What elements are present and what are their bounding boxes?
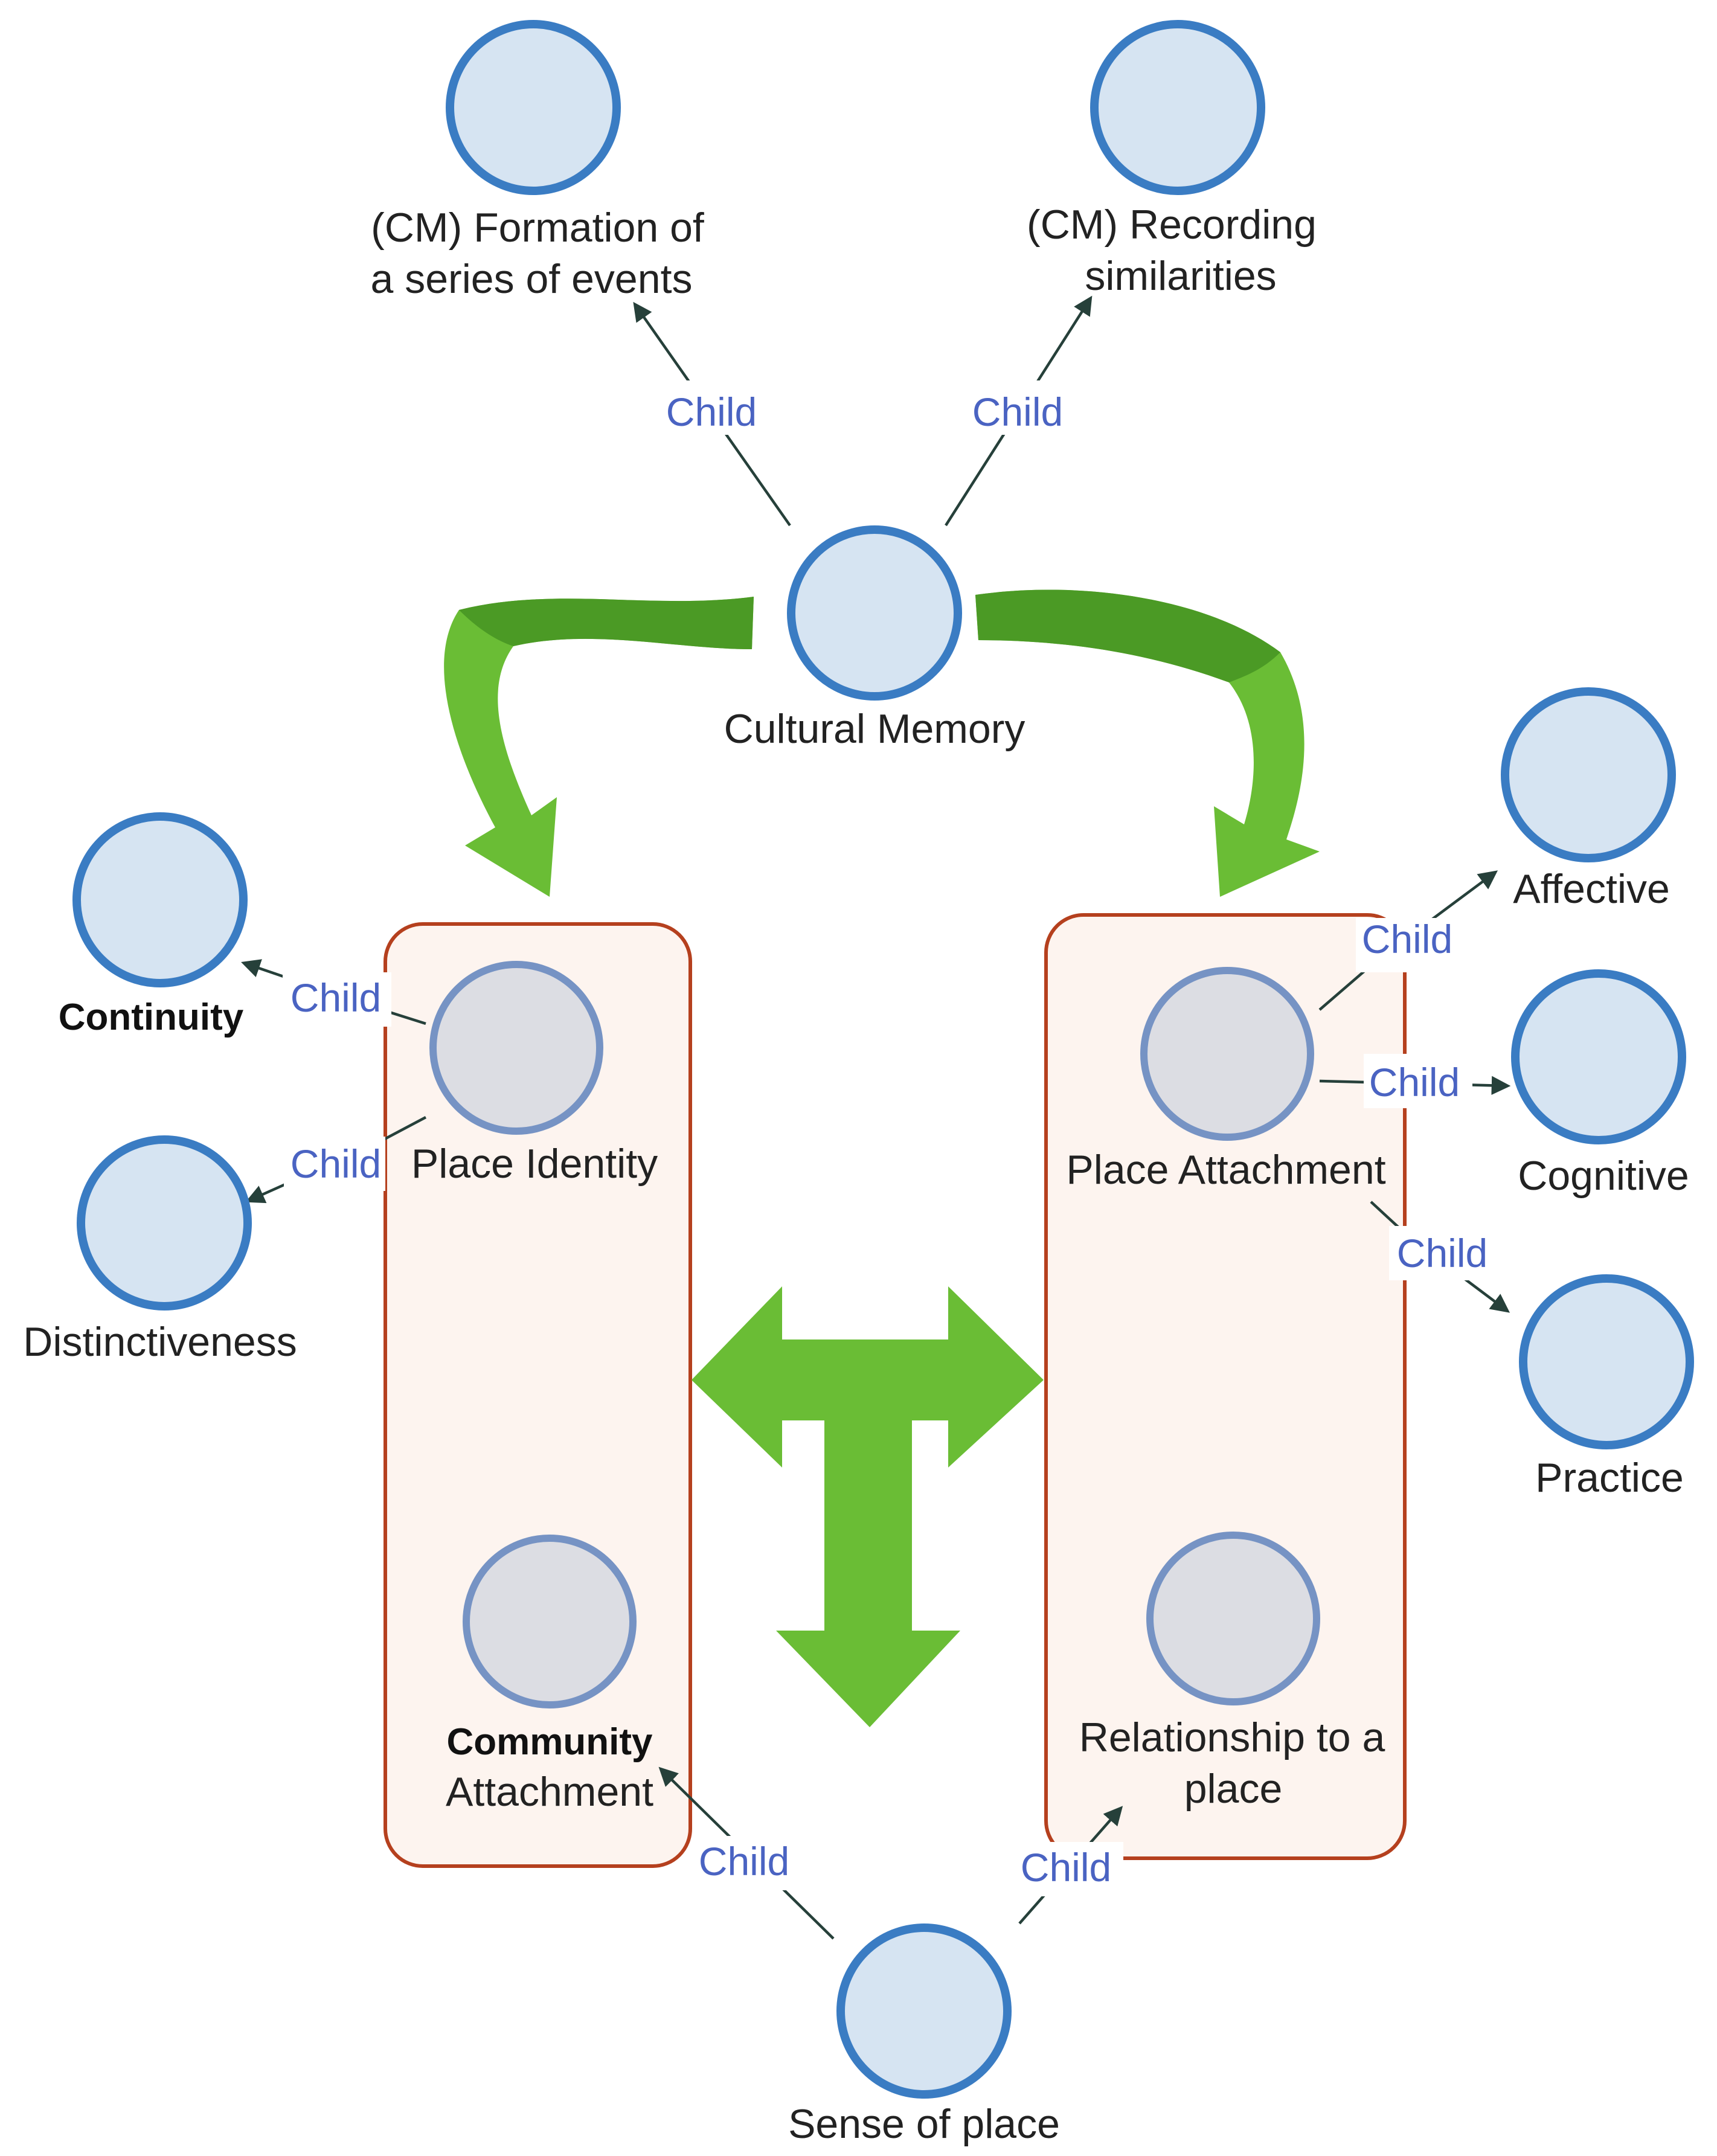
node-practice[interactable]: [1519, 1274, 1694, 1449]
label-practice: Practice: [1535, 1455, 1684, 1501]
label-sense-of-place: Sense of place: [788, 2101, 1060, 2147]
curved-arrow-right-top: [975, 589, 1280, 682]
svg-text:Child: Child: [290, 1141, 381, 1186]
label-place-identity: Place Identity: [411, 1141, 658, 1187]
edge-label-pa-practice: Child: [1389, 1226, 1498, 1280]
label-formation-line2: a series of events: [371, 256, 693, 302]
node-formation[interactable]: [446, 20, 621, 195]
node-cognitive[interactable]: [1511, 969, 1686, 1144]
node-sense-of-place[interactable]: [836, 1923, 1012, 2099]
svg-text:Child: Child: [1362, 917, 1452, 961]
node-relationship[interactable]: [1146, 1532, 1320, 1705]
label-continuity: Continuity: [59, 996, 244, 1038]
edge-label-cm-formation: Child: [658, 380, 767, 435]
node-place-attachment[interactable]: [1140, 967, 1314, 1141]
edge-label-pi-distinctiveness: Child: [284, 1137, 385, 1191]
label-cultural-memory: Cultural Memory: [724, 706, 1025, 752]
label-cognitive: Cognitive: [1518, 1153, 1689, 1199]
node-affective[interactable]: [1501, 687, 1676, 862]
label-recording-line1: (CM) Recording: [1027, 202, 1317, 248]
svg-text:Child: Child: [972, 390, 1063, 434]
t-shaped-arrow: [692, 1286, 1044, 1727]
node-recording[interactable]: [1090, 20, 1265, 195]
svg-text:Child: Child: [1397, 1231, 1488, 1275]
node-continuity[interactable]: [72, 812, 248, 987]
svg-text:Child: Child: [290, 975, 381, 1020]
curved-arrow-left-top: [459, 597, 754, 649]
edge-label-pa-affective: Child: [1356, 917, 1465, 972]
label-recording-line2: similarities: [1085, 253, 1276, 299]
edge-label-sop-relationship: Child: [1015, 1842, 1123, 1896]
edge-label-pi-continuity: Child: [283, 972, 391, 1027]
node-place-identity[interactable]: [429, 961, 603, 1135]
label-relationship-line2: place: [1184, 1766, 1283, 1812]
label-distinctiveness: Distinctiveness: [23, 1319, 297, 1365]
node-community-attachment[interactable]: [463, 1535, 637, 1708]
svg-text:Child: Child: [666, 390, 757, 434]
edge-label-cm-recording: Child: [964, 380, 1073, 435]
label-affective: Affective: [1513, 866, 1670, 912]
edge-label-sop-community: Child: [692, 1836, 800, 1890]
svg-text:Child: Child: [1021, 1845, 1111, 1890]
label-relationship-line1: Relationship to a: [1079, 1715, 1385, 1760]
label-place-attachment: Place Attachment: [1066, 1147, 1385, 1193]
svg-text:Child: Child: [699, 1839, 789, 1884]
label-community-line2: Attachment: [446, 1769, 653, 1815]
edge-label-pa-cognitive: Child: [1364, 1054, 1472, 1108]
node-cultural-memory[interactable]: [787, 525, 962, 701]
svg-text:Child: Child: [1369, 1060, 1460, 1105]
curved-arrow-left: [444, 597, 754, 897]
node-distinctiveness[interactable]: [77, 1135, 252, 1311]
label-community-line1: Community: [447, 1721, 653, 1763]
label-formation-line1: (CM) Formation of: [371, 205, 704, 251]
